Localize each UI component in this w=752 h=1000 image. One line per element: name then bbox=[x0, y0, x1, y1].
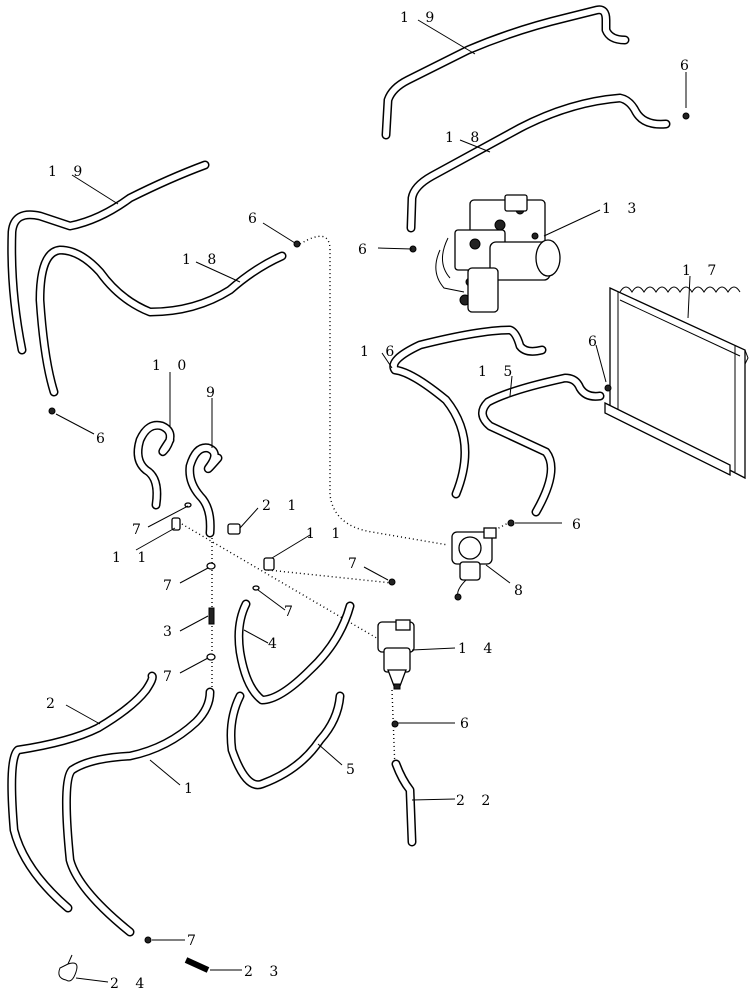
tube-5 bbox=[226, 691, 345, 790]
callout-21: 2 1 bbox=[262, 498, 302, 514]
callout-14: 1 4 bbox=[458, 641, 498, 657]
tube-19-upper bbox=[381, 5, 630, 140]
callout-11-mid: 1 1 bbox=[306, 526, 346, 542]
callout-5: 5 bbox=[346, 762, 361, 778]
callout-16: 1 6 bbox=[360, 344, 400, 360]
callout-13: 1 3 bbox=[602, 201, 642, 217]
routing-dotted-lines bbox=[174, 235, 511, 771]
tube-15 bbox=[478, 373, 605, 517]
callout-11-left: 1 1 bbox=[112, 550, 152, 566]
callout-6-filter: 6 bbox=[572, 517, 587, 533]
callout-6-pump: 6 bbox=[358, 242, 373, 258]
tube-19-left bbox=[7, 160, 210, 355]
tube-4 bbox=[234, 599, 355, 705]
callout-7-f: 7 bbox=[187, 933, 202, 949]
callout-8: 8 bbox=[514, 583, 529, 599]
small-fittings bbox=[48, 112, 690, 982]
callout-23: 2 3 bbox=[244, 964, 284, 980]
tube-9 bbox=[185, 443, 223, 538]
tube-18-left bbox=[35, 245, 287, 397]
callout-24: 2 4 bbox=[110, 976, 150, 992]
fuel-filter-8 bbox=[451, 527, 497, 601]
tube-1 bbox=[61, 687, 215, 937]
callout-1: 1 bbox=[184, 781, 199, 797]
callout-18-left: 1 8 bbox=[182, 252, 222, 268]
callout-10: 1 0 bbox=[152, 358, 192, 374]
callout-18-top: 1 8 bbox=[445, 130, 485, 146]
callout-4: 4 bbox=[268, 636, 283, 652]
callout-7-a: 7 bbox=[132, 522, 147, 538]
callout-6-left-top: 6 bbox=[248, 211, 263, 227]
callout-22: 2 2 bbox=[456, 793, 496, 809]
callout-3: 3 bbox=[163, 624, 178, 640]
callout-19-left: 1 9 bbox=[48, 164, 88, 180]
callout-6-top-right: 6 bbox=[680, 58, 695, 74]
callout-7-c: 7 bbox=[163, 578, 178, 594]
tube-10 bbox=[133, 420, 175, 510]
tube-22 bbox=[391, 759, 417, 847]
callout-19-top: 1 9 bbox=[400, 10, 440, 26]
tube-18-upper bbox=[406, 93, 671, 233]
tube-2 bbox=[7, 671, 157, 913]
callout-17: 1 7 bbox=[682, 263, 722, 279]
water-separator-14 bbox=[377, 619, 415, 690]
callout-6-radiator: 6 bbox=[588, 334, 603, 350]
callout-9: 9 bbox=[206, 385, 221, 401]
callout-labels: 1 9 6 1 8 1 3 6 1 7 1 9 6 1 8 1 6 1 5 6 … bbox=[46, 10, 722, 992]
callout-6-left: 6 bbox=[96, 431, 111, 447]
callout-15: 1 5 bbox=[478, 364, 518, 380]
callout-7-b: 7 bbox=[348, 556, 363, 572]
injection-pump-13 bbox=[435, 194, 561, 313]
callout-6-separator: 6 bbox=[460, 716, 475, 732]
callout-7-e: 7 bbox=[163, 669, 178, 685]
callout-2: 2 bbox=[46, 696, 61, 712]
radiator-core-17 bbox=[604, 286, 749, 480]
tube-16 bbox=[389, 325, 547, 499]
leader-lines bbox=[55, 19, 691, 983]
callout-7-d: 7 bbox=[284, 604, 299, 620]
